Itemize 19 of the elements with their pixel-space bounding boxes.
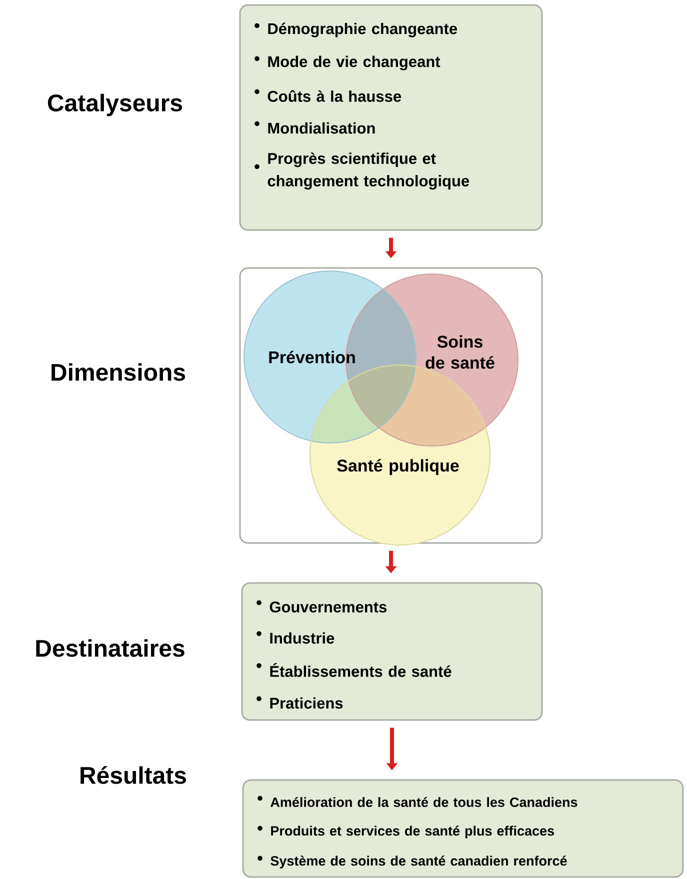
- list-item: Mode de vie changeant: [268, 56, 440, 70]
- list-item: Coûts à la hausse: [268, 90, 402, 102]
- section-heading: Destinataires: [36, 639, 184, 657]
- circle-label: Santé publique: [337, 459, 459, 475]
- section-heading: Résultats: [80, 766, 186, 784]
- list-item: Industrie: [270, 632, 334, 644]
- circle-label: Soins de santé: [426, 335, 494, 369]
- list-item: Établissements de santé: [270, 663, 452, 677]
- list-item: Démographie changeante: [268, 22, 457, 38]
- list-item: Système de soins de santé canadien renforcé: [270, 856, 567, 868]
- circle-label: Prévention: [269, 350, 355, 364]
- list-item: Produits et services de santé plus efficaces: [271, 826, 554, 838]
- list-item: Gouvernements: [270, 602, 387, 612]
- section-heading: Dimensions: [52, 363, 186, 381]
- list-item: Praticiens: [270, 697, 343, 709]
- section-heading: Catalyseurs: [48, 94, 182, 116]
- list-item: Progrès scientifique et changement technologique: [268, 152, 470, 190]
- list-item: Mondialisation: [268, 122, 375, 134]
- list-item: Amélioration de la santé de tous les Canadiens: [270, 797, 578, 808]
